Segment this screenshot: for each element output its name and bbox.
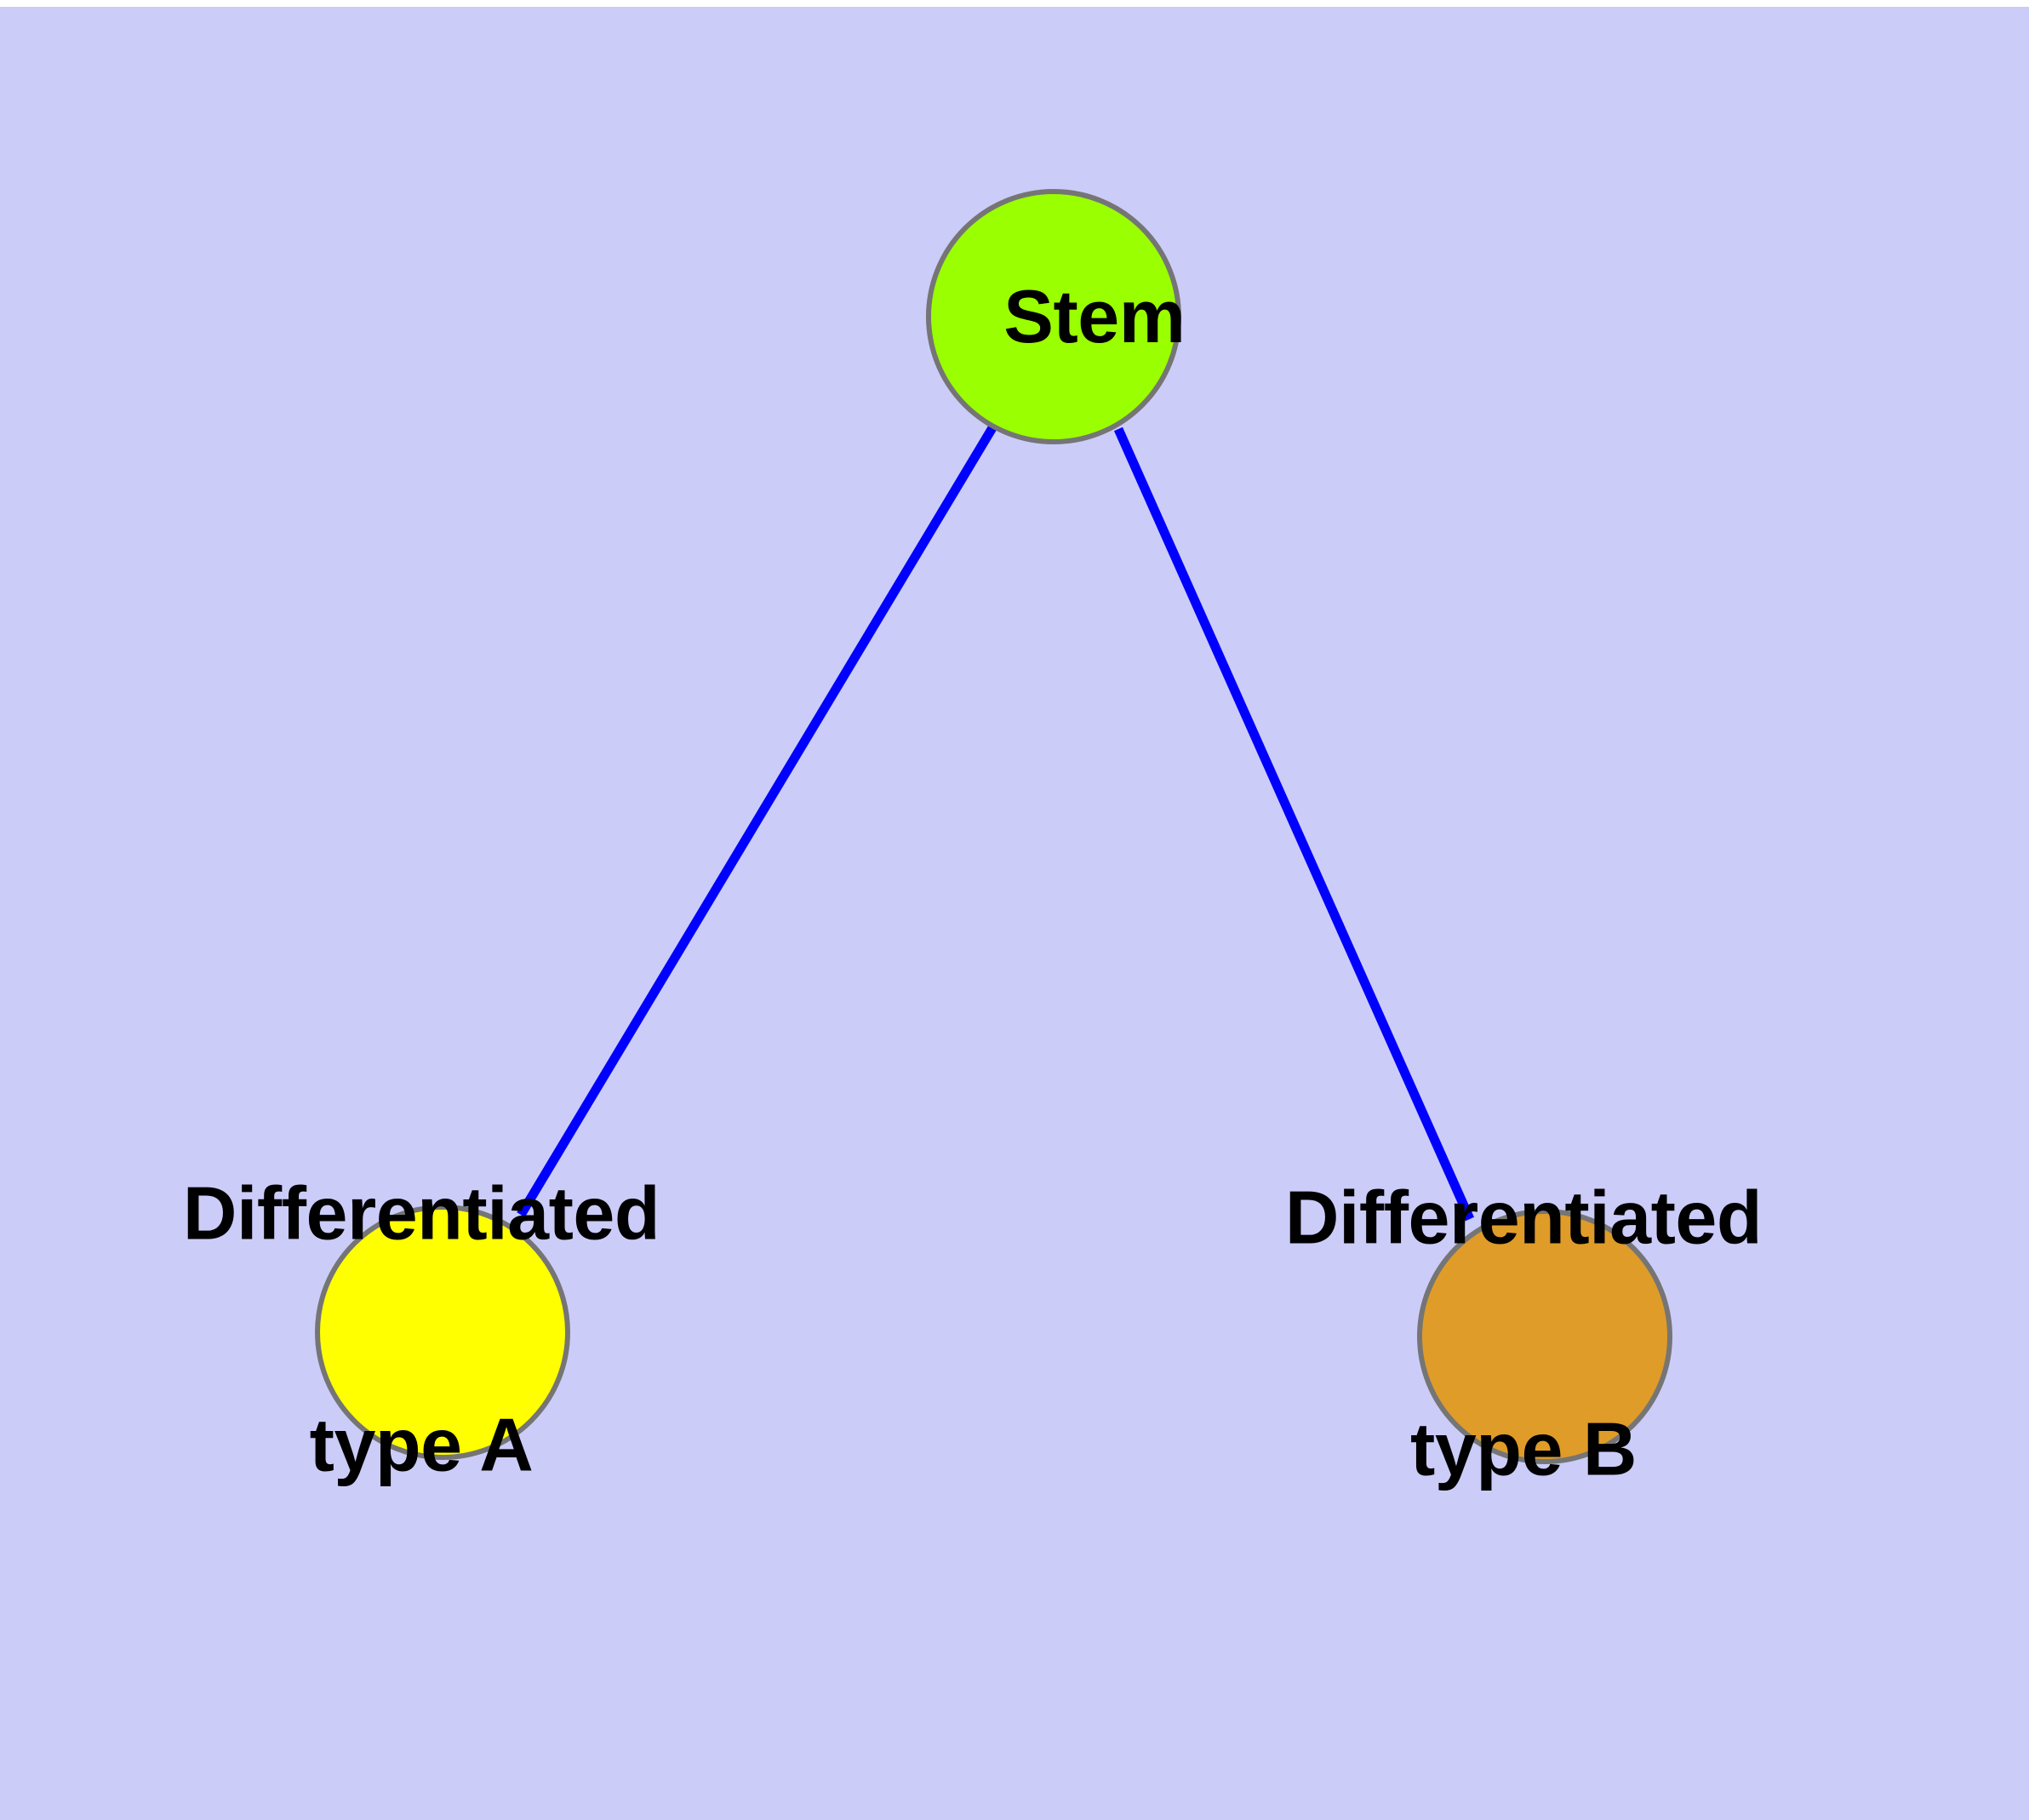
edge-stem-to-differentiated-type-a[interactable] <box>517 424 997 1217</box>
edge-stem-to-differentiated-type-b[interactable] <box>1113 426 1475 1222</box>
node-differentiated-type-b[interactable] <box>1417 1209 1672 1464</box>
node-layer <box>315 189 1672 1464</box>
node-differentiated-type-a[interactable] <box>315 1205 570 1460</box>
node-stem[interactable] <box>926 189 1181 444</box>
edge-layer <box>517 424 1475 1222</box>
